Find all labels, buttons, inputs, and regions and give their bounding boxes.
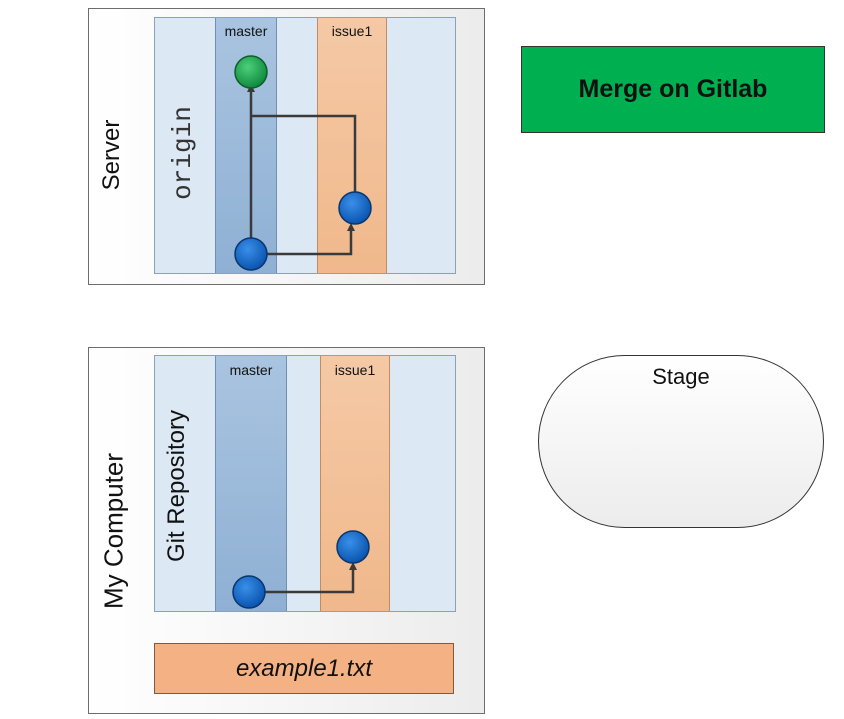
server-branch-arrow — [267, 223, 355, 256]
server-merge-commit — [234, 55, 268, 89]
local-issue1-label: issue1 — [334, 362, 376, 378]
example-file[interactable]: example1.txt — [154, 643, 454, 694]
local-master-commit — [232, 575, 266, 609]
server-commit-graph — [234, 55, 372, 271]
local-master-label: master — [229, 362, 273, 378]
server-issue1-label: issue1 — [331, 23, 373, 39]
stage-label: Stage — [652, 364, 710, 389]
server-master-commit — [234, 237, 268, 271]
merge-on-gitlab-button[interactable]: Merge on Gitlab — [521, 46, 825, 133]
server-master-label: master — [224, 23, 268, 39]
my-computer-panel: My Computer Git Repository master issue1 — [88, 347, 485, 714]
local-branch-arrow — [265, 562, 357, 594]
server-panel: Server origin master issue1 — [88, 8, 485, 285]
git-repository: Git Repository master issue1 — [154, 355, 456, 612]
local-issue1-lane: issue1 — [320, 356, 390, 611]
stage-area: Stage — [538, 355, 824, 528]
server-issue1-commit — [338, 191, 372, 225]
local-issue1-commit — [336, 530, 370, 564]
local-master-lane: master — [215, 356, 287, 611]
server-merge-path — [251, 114, 357, 192]
local-commit-graph — [232, 530, 370, 609]
